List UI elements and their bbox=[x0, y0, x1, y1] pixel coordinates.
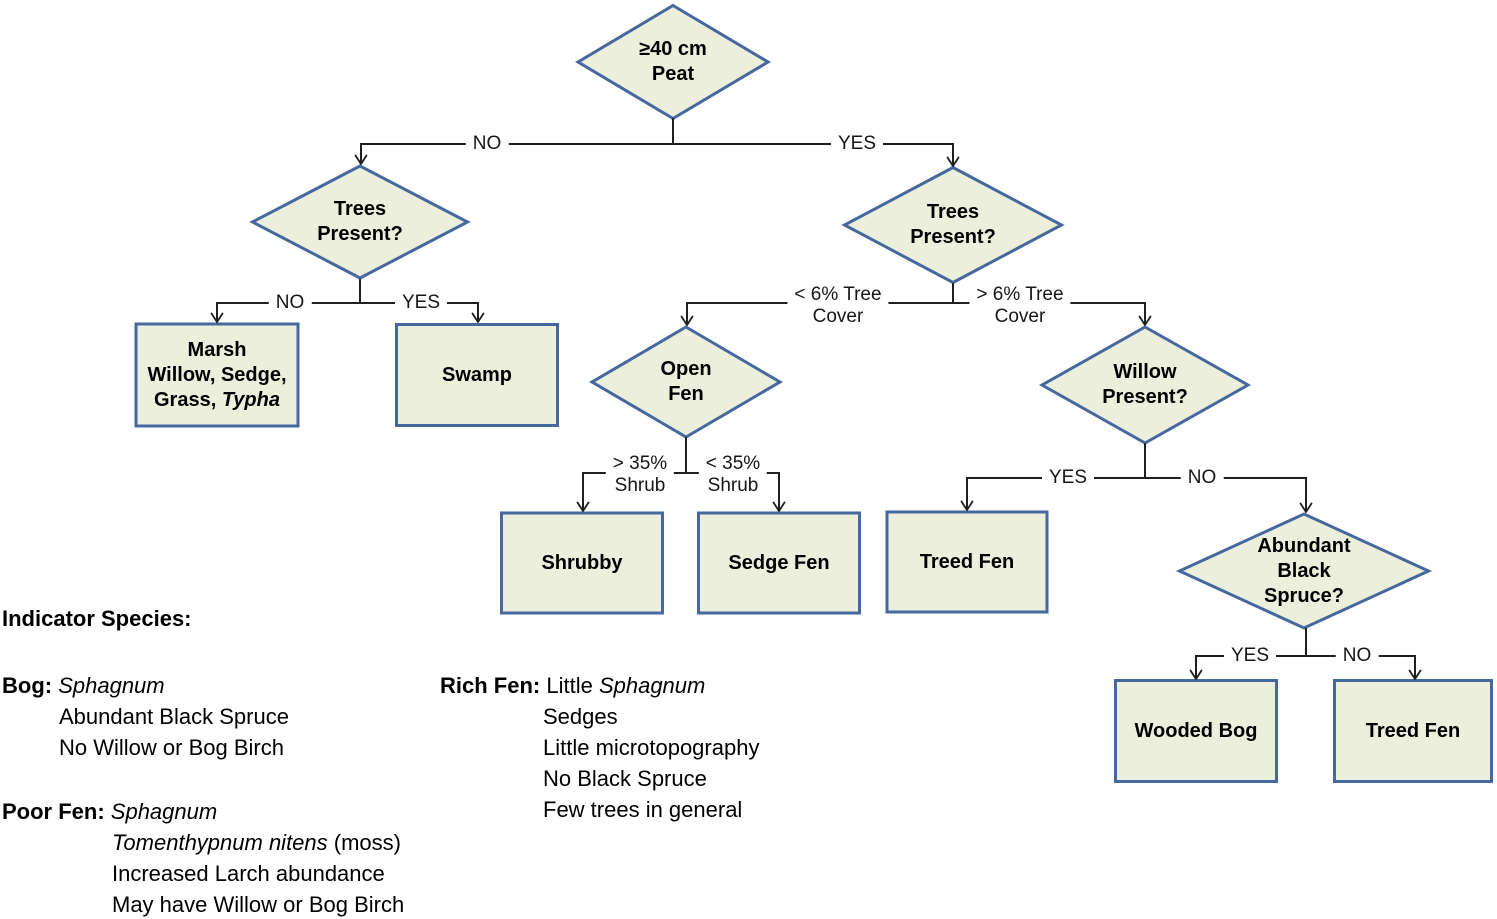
edge-tree-cover-low bbox=[686, 302, 953, 325]
node-trees-present-left-diamond bbox=[249, 164, 471, 280]
node-wooded-bog-box bbox=[1114, 679, 1278, 783]
node-treed-fen-upper-box bbox=[885, 510, 1049, 614]
node-willow-present-diamond bbox=[1038, 325, 1252, 445]
arrowhead-peat-no-icon bbox=[354, 154, 368, 165]
edge-tree-cover-high bbox=[953, 302, 1146, 325]
node-swamp-box bbox=[395, 323, 559, 427]
arrowhead-willow-no-icon bbox=[1299, 502, 1313, 513]
arrowhead-spruce-yes-icon bbox=[1189, 669, 1203, 680]
arrowhead-shrub-low-icon bbox=[772, 501, 786, 512]
edge-trees-left-no bbox=[216, 302, 360, 322]
edge-spruce-yes bbox=[1195, 655, 1306, 679]
node-trees-present-right-diamond bbox=[841, 165, 1065, 285]
arrowhead-tree-cover-low-icon bbox=[680, 315, 694, 326]
node-abundant-black-spruce-diamond bbox=[1175, 512, 1433, 630]
node-open-fen-diamond bbox=[589, 325, 783, 439]
edge-spruce-no bbox=[1306, 655, 1416, 679]
node-treed-fen-lower-box bbox=[1333, 679, 1493, 783]
edge-shrub-high bbox=[582, 472, 686, 511]
arrowhead-trees-left-yes-icon bbox=[471, 312, 485, 323]
arrowhead-spruce-no-icon bbox=[1408, 669, 1422, 680]
node-shrubby-box bbox=[500, 511, 664, 615]
edge-peat-yes bbox=[673, 143, 954, 166]
edge-peat-no bbox=[360, 143, 673, 164]
arrowhead-tree-cover-high-icon bbox=[1138, 315, 1152, 326]
edge-willow-yes bbox=[966, 477, 1145, 510]
node-marsh-box bbox=[134, 322, 300, 428]
edge-shrub-low bbox=[686, 472, 780, 511]
arrowhead-peat-yes-icon bbox=[946, 156, 960, 167]
edge-willow-no bbox=[1145, 477, 1307, 512]
arrowhead-shrub-high-icon bbox=[576, 501, 590, 512]
node-peat-depth-diamond bbox=[575, 3, 771, 121]
edge-trees-left-yes bbox=[360, 302, 479, 322]
arrowhead-trees-left-no-icon bbox=[210, 312, 224, 323]
node-sedge-fen-box bbox=[697, 511, 861, 615]
arrowhead-willow-yes-icon bbox=[960, 500, 974, 511]
